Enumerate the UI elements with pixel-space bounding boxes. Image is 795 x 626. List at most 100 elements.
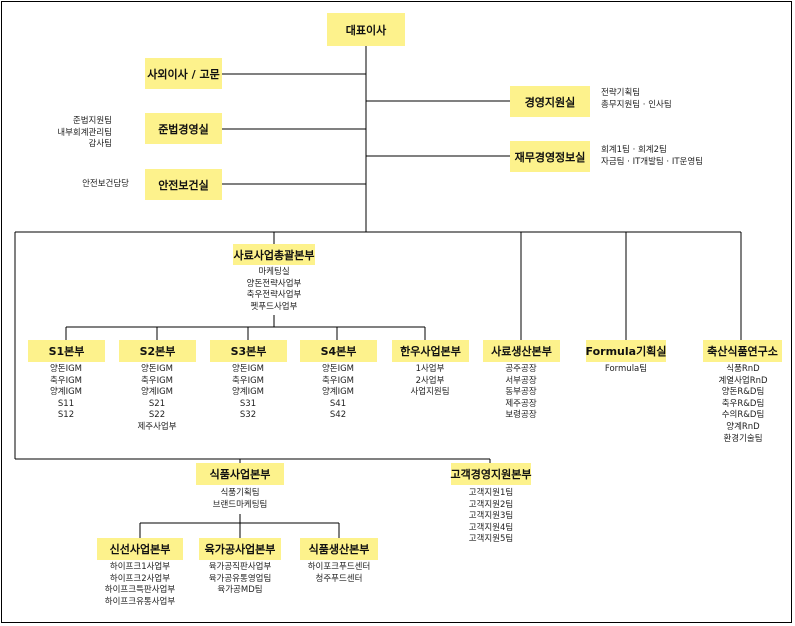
team-item: 양돈IGM	[231, 364, 265, 374]
team-item: S42	[329, 410, 347, 421]
team-item: 축우R&D팀	[721, 398, 765, 409]
team-item: S32	[239, 410, 257, 421]
team-item: 계열사업RnD	[718, 375, 768, 386]
s3-teams: 양돈IGM 축우IGM 양계IGM S31 S32	[208, 364, 288, 422]
team-item: 양계IGM	[321, 387, 355, 398]
team-item: 고객지원5팀	[468, 534, 514, 545]
team-item: 식품RnD	[726, 364, 760, 374]
team-item: 하이프크2사업부	[109, 573, 171, 584]
team-item: 양계RnD	[726, 421, 760, 432]
team-item: 양돈R&D팀	[721, 387, 765, 398]
team-item: 축우IGM	[231, 375, 265, 386]
team-item: 육가공유통영업팀	[208, 573, 272, 584]
team-item: 고객지원4팀	[468, 522, 514, 533]
team-item: 고객지원3팀	[468, 511, 514, 522]
team-item: 하이프크유통사업부	[104, 596, 176, 607]
team-item: 식품기획팀	[220, 488, 260, 498]
safety-office-box[interactable]: 안전보건실	[145, 169, 222, 200]
team-item: 마케팅실	[258, 267, 290, 277]
fresh-business-hq-box[interactable]: 신선사업본부	[97, 538, 183, 560]
team-item: 총무지원팀 · 인사팀	[601, 99, 672, 110]
team-item: 양계IGM	[231, 387, 265, 398]
s2-teams: 양돈IGM 축우IGM 양계IGM S21 S22 제주사업부	[117, 364, 197, 434]
food-business-hq-box[interactable]: 식품사업본부	[196, 463, 284, 485]
food-production-hq-box[interactable]: 식품생산본부	[300, 538, 378, 560]
hanwoo-hq-box[interactable]: 한우사업본부	[392, 340, 469, 362]
team-item: 양돈IGM	[140, 364, 174, 374]
ceo-box[interactable]: 대표이사	[327, 13, 405, 46]
board-advisor-box[interactable]: 사외이사 / 고문	[145, 58, 222, 89]
team-item: 제주사업부	[137, 421, 177, 432]
team-item: 내부회계관리팀	[57, 127, 112, 138]
feed-production-hq-box[interactable]: 사료생산본부	[483, 340, 560, 362]
team-item: 사업지원팀	[410, 387, 450, 398]
team-item: 전략기획팀	[601, 88, 641, 98]
team-item: 양돈IGM	[321, 364, 355, 374]
team-item: S12	[57, 410, 75, 421]
feed-business-hq-box[interactable]: 사료사업총괄본부	[233, 244, 315, 265]
s2-hq-box[interactable]: S2본부	[119, 340, 196, 362]
team-item: 육가공MD팀	[217, 585, 263, 596]
team-item: 양계IGM	[140, 387, 174, 398]
team-item: 공주공장	[505, 364, 537, 374]
formula-teams: Formula팀	[586, 364, 666, 376]
team-item: 2사업부	[415, 375, 445, 386]
s1-teams: 양돈IGM 축우IGM 양계IGM S11 S12	[26, 364, 106, 422]
finance-teams: 회계1팀 · 회계2팀 자금팀 · IT개발팀 · IT운영팀	[601, 145, 703, 168]
team-item: S22	[148, 410, 166, 421]
team-item: 양계IGM	[49, 387, 83, 398]
processed-teams: 육가공직판사업부 육가공유통영업팀 육가공MD팀	[194, 562, 286, 597]
team-item: 제주공장	[505, 398, 537, 409]
hanwoo-teams: 1사업부 2사업부 사업지원팀	[390, 364, 470, 399]
team-item: 감사팀	[88, 139, 112, 150]
compliance-office-box[interactable]: 준법경영실	[145, 113, 222, 144]
formula-planning-box[interactable]: Formula기획실	[586, 340, 666, 362]
team-item: 펫푸드사업부	[250, 301, 298, 312]
team-item: 동부공장	[505, 387, 537, 398]
meat-processing-hq-box[interactable]: 육가공사업본부	[199, 538, 281, 560]
food-prod-teams: 하이포크푸드센터 청주푸드센터	[294, 562, 384, 585]
team-item: 수의R&D팀	[721, 410, 765, 421]
team-item: 축우IGM	[49, 375, 83, 386]
safety-teams: 안전보건담당	[82, 179, 129, 191]
s3-hq-box[interactable]: S3본부	[210, 340, 287, 362]
team-item: 회계1팀 · 회계2팀	[601, 145, 667, 155]
team-item: 하이포크푸드센터	[307, 562, 371, 572]
food-hq-teams: 식품기획팀 브랜드마케팅팀	[190, 488, 290, 511]
team-item: S21	[148, 398, 166, 409]
research-teams: 식품RnD 계열사업RnD 양돈R&D팀 축우R&D팀 수의R&D팀 양계RnD…	[701, 364, 785, 445]
management-teams: 전략기획팀 총무지원팀 · 인사팀	[601, 88, 672, 111]
livestock-food-lab-box[interactable]: 축산식품연구소	[703, 340, 782, 362]
team-item: 양돈전략사업부	[246, 278, 302, 289]
team-item: 축우전략사업부	[246, 290, 302, 301]
team-item: S41	[329, 398, 347, 409]
fresh-teams: 하이프크1사업부 하이프크2사업부 하이프크특판사업부 하이프크유통사업부	[88, 562, 192, 608]
team-item: 양돈IGM	[49, 364, 83, 374]
team-item: 자금팀 · IT개발팀 · IT운영팀	[601, 156, 703, 167]
s4-teams: 양돈IGM 축우IGM 양계IGM S41 S42	[298, 364, 378, 422]
feed-hq-teams: 마케팅실 양돈전략사업부 축우전략사업부 펫푸드사업부	[224, 267, 324, 313]
team-item: S31	[239, 398, 257, 409]
team-item: S11	[57, 398, 75, 409]
management-support-box[interactable]: 경영지원실	[510, 86, 590, 117]
s4-hq-box[interactable]: S4본부	[300, 340, 377, 362]
team-item: Formula팀	[604, 364, 648, 374]
team-item: 서부공장	[505, 375, 537, 386]
team-item: 준법지원팀	[72, 116, 112, 126]
team-item: 환경기술팀	[723, 433, 763, 444]
s1-hq-box[interactable]: S1본부	[28, 340, 105, 362]
team-item: 보령공장	[505, 410, 537, 421]
team-item: 안전보건담당	[82, 179, 129, 189]
team-item: 하이프크특판사업부	[104, 585, 176, 596]
team-item: 하이프크1사업부	[109, 562, 171, 572]
team-item: 고객지원1팀	[468, 488, 514, 498]
team-item: 축우IGM	[321, 375, 355, 386]
production-teams: 공주공장 서부공장 동부공장 제주공장 보령공장	[481, 364, 561, 422]
customer-management-hq-box[interactable]: 고객경영지원본부	[451, 463, 531, 485]
compliance-teams: 준법지원팀 내부회계관리팀 감사팀	[57, 116, 112, 151]
team-item: 육가공직판사업부	[208, 562, 272, 572]
team-item: 축우IGM	[140, 375, 174, 386]
finance-info-box[interactable]: 재무경영정보실	[510, 141, 590, 172]
